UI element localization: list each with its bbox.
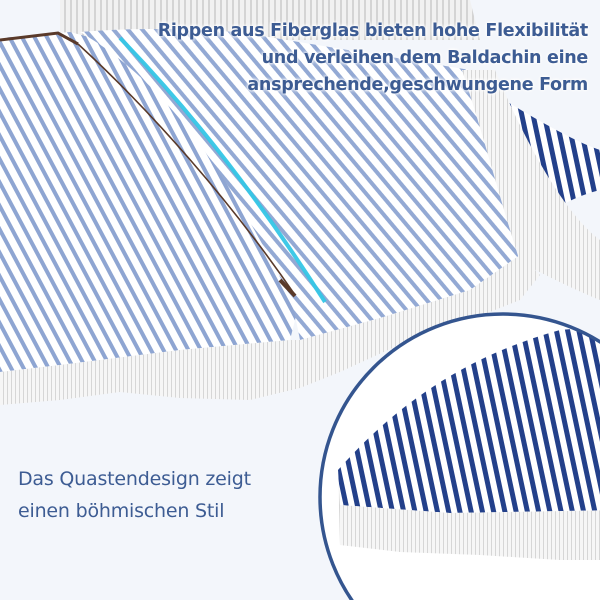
headline: Rippen aus Fiberglas bieten hohe Flexibi… [108,18,589,99]
inset-detail-circle [318,312,600,600]
fiberglass-rib-highlight [118,36,327,304]
headline-line-3: ansprechende,geschwungene Form [247,75,588,95]
caption-line-2: einen böhmischen Stil [18,500,225,522]
canopy-panel-right [80,28,520,340]
side-fringe [462,70,600,300]
caption-line-1: Das Quastendesign zeigt [18,468,251,490]
caption: Das Quastendesign zeigt einen böhmischen… [18,463,318,527]
rib-brown [0,31,297,298]
headline-line-1: Rippen aus Fiberglas bieten hohe Flexibi… [157,21,589,41]
bottom-fringe [0,255,540,405]
headline-line-2: und verleihen dem Baldachin eine [261,48,589,68]
